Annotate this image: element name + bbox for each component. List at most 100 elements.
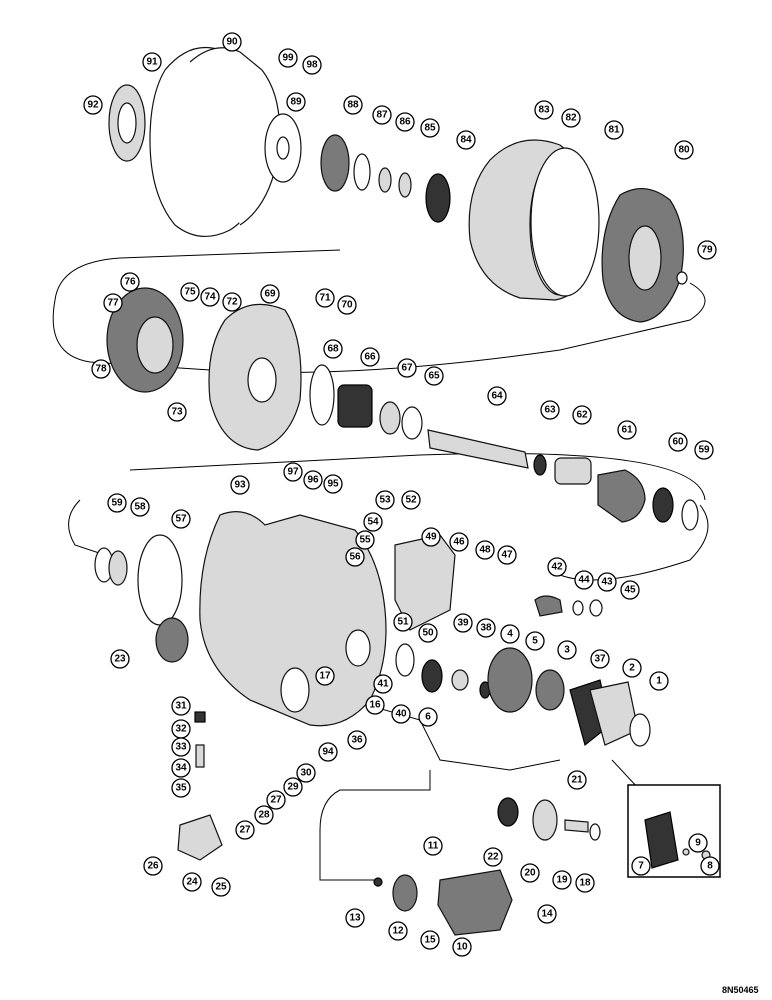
callout-number: 5: [532, 636, 538, 647]
callout-circle: [622, 658, 642, 678]
callout-circle: [418, 623, 438, 643]
callout-21: 21: [567, 770, 587, 790]
callout-number: 27: [270, 795, 282, 806]
callout-number: 90: [226, 37, 238, 48]
callout-circle: [452, 937, 472, 957]
callout-circle: [421, 527, 441, 547]
callout-number: 91: [146, 57, 158, 68]
callout-number: 68: [327, 344, 339, 355]
flywheel-cover-group: [108, 46, 451, 237]
plug-31: [194, 711, 206, 723]
callout-71: 71: [315, 288, 335, 308]
callout-74: 74: [200, 287, 220, 307]
callout-73: 73: [167, 402, 187, 422]
callout-number: 93: [234, 480, 246, 491]
callout-number: 15: [424, 935, 436, 946]
callout-13: 13: [345, 908, 365, 928]
callout-number: 69: [264, 289, 276, 300]
callout-circle: [372, 105, 392, 125]
callout-55: 55: [355, 530, 375, 550]
callout-22: 22: [483, 847, 503, 867]
callout-69: 69: [260, 284, 280, 304]
callout-circle: [540, 400, 560, 420]
callout-number: 63: [544, 405, 556, 416]
bearing-84: [425, 173, 451, 223]
callout-number: 25: [215, 882, 227, 893]
callout-59: 59: [694, 440, 714, 460]
callout-93: 93: [230, 475, 250, 495]
callout-circle: [391, 704, 411, 724]
cover-7: [644, 811, 679, 869]
callout-number: 81: [608, 125, 620, 136]
callout-circle: [278, 48, 298, 68]
seal-ring-91-inner: [117, 102, 137, 144]
callout-number: 1: [656, 676, 662, 687]
callout-circle: [567, 770, 587, 790]
callout-circle: [180, 282, 200, 302]
callout-circle: [182, 872, 202, 892]
callout-circle: [520, 863, 540, 883]
callout-61: 61: [617, 420, 637, 440]
callout-20: 20: [520, 863, 540, 883]
callout-circle: [143, 856, 163, 876]
callout-number: 11: [428, 841, 439, 852]
housing-93-port-large: [280, 667, 310, 713]
callout-circle: [167, 402, 187, 422]
callout-87: 87: [372, 105, 392, 125]
callout-number: 89: [290, 97, 302, 108]
callout-number: 99: [282, 53, 294, 64]
callout-number: 71: [319, 293, 331, 304]
callout-circle: [343, 95, 363, 115]
callout-circle: [449, 532, 469, 552]
callout-circle: [393, 612, 413, 632]
callout-70: 70: [337, 295, 357, 315]
callout-circle: [688, 833, 708, 853]
callout-34: 34: [171, 758, 191, 778]
callout-circle: [497, 545, 517, 565]
callout-27: 27: [266, 790, 286, 810]
callout-number: 16: [369, 700, 381, 711]
callout-86: 86: [395, 112, 415, 132]
callout-circle: [315, 288, 335, 308]
callout-52: 52: [401, 490, 421, 510]
callout-18: 18: [575, 873, 595, 893]
callout-circle: [345, 547, 365, 567]
callout-circle: [456, 130, 476, 150]
callout-circle: [171, 696, 191, 716]
callout-37: 37: [590, 649, 610, 669]
callout-number: 51: [397, 617, 409, 628]
callout-number: 34: [175, 763, 187, 774]
callout-85: 85: [420, 118, 440, 138]
callout-number: 88: [347, 100, 359, 111]
callout-circle: [222, 32, 242, 52]
callout-number: 27: [239, 825, 251, 836]
main-housing-group: [94, 511, 651, 747]
ring-40: [395, 643, 415, 677]
callout-circle: [552, 870, 572, 890]
ring-67: [379, 401, 401, 435]
callout-29: 29: [283, 777, 303, 797]
callout-99: 99: [278, 48, 298, 68]
callout-number: 44: [578, 575, 590, 586]
callout-number: 29: [287, 782, 299, 793]
gear-76-hub: [136, 316, 174, 374]
callout-number: 10: [456, 942, 468, 953]
callout-circle: [360, 347, 380, 367]
callout-91: 91: [142, 52, 162, 72]
callout-circle: [557, 640, 577, 660]
callout-circle: [423, 836, 443, 856]
callout-number: 61: [621, 425, 633, 436]
callout-circle: [142, 52, 162, 72]
ring-65: [401, 406, 423, 440]
callout-58: 58: [130, 497, 150, 517]
spring-34: [195, 744, 205, 768]
gasket-89-hole: [276, 136, 290, 160]
callout-number: 53: [379, 495, 391, 506]
callout-number: 17: [319, 671, 331, 682]
callout-circle: [283, 462, 303, 482]
converter-housing-group: [468, 139, 688, 323]
callout-number: 92: [87, 100, 99, 111]
callout-circle: [397, 358, 417, 378]
callout-97: 97: [283, 462, 303, 482]
callout-94: 94: [318, 742, 338, 762]
